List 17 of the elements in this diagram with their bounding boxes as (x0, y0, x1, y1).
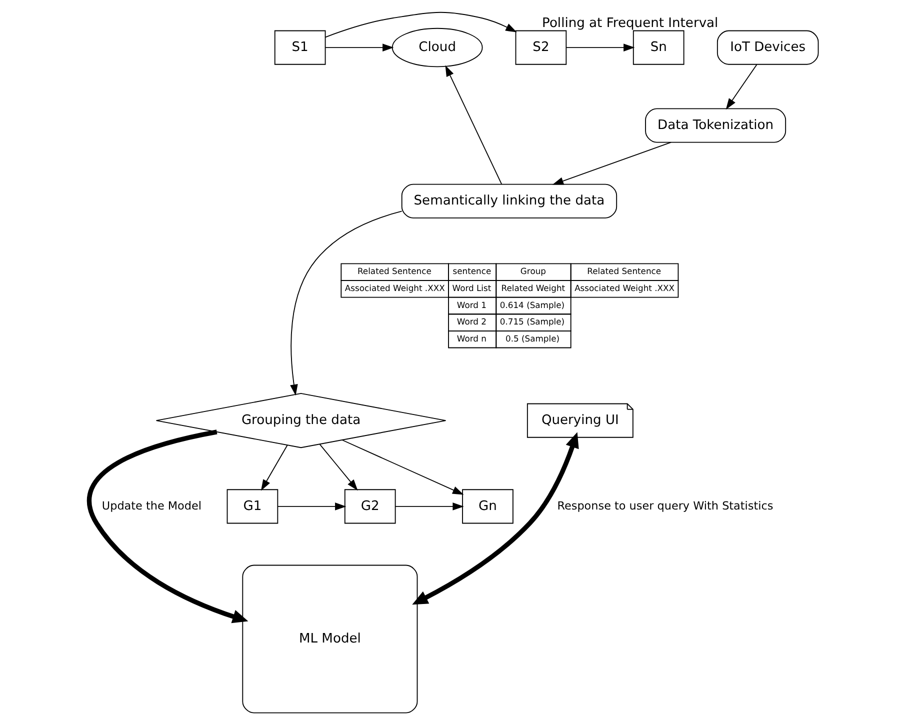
edge-label: Update the Model (102, 499, 202, 512)
label: Related Sentence (358, 266, 432, 276)
label: Word n (456, 333, 486, 344)
label: Related Weight (501, 282, 566, 293)
edge-label: Response to user query With Statistics (557, 499, 774, 512)
node-label: Polling at Frequent Interval (542, 16, 718, 32)
label: sentence (452, 266, 492, 276)
label: 0.614 (Sample) (500, 300, 565, 310)
label: Associated Weight .XXX (574, 282, 675, 293)
label: 0.715 (Sample) (500, 316, 565, 327)
label: Related Sentence (587, 266, 662, 276)
label: Word 1 (456, 300, 487, 310)
label: 0.5 (Sample) (505, 333, 560, 344)
label: Group (520, 266, 546, 276)
label: Associated Weight .XXX (344, 282, 445, 293)
label: Word List (452, 282, 492, 293)
label: Word 2 (456, 316, 487, 327)
